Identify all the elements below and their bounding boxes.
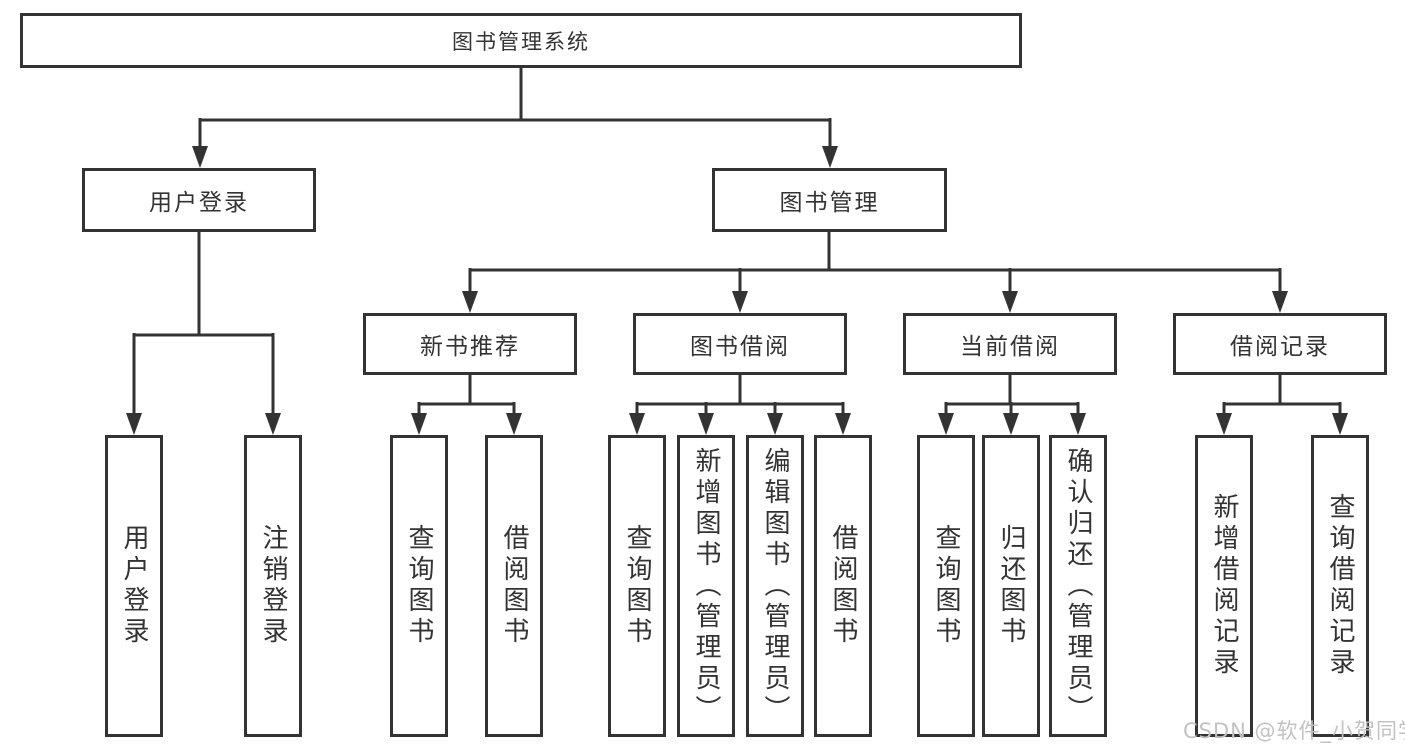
leaf-bb-borrow-books: 借阅图书 bbox=[814, 435, 872, 737]
csdn-watermark: CSDN @软件_小贺同学 bbox=[1183, 719, 1405, 743]
node-book-management-branch: 图书管理 bbox=[712, 168, 947, 232]
leaf-nb-borrow-books: 借阅图书 bbox=[485, 435, 543, 737]
leaf-bb-edit-books-admin: 编辑图书（管理员） bbox=[746, 435, 804, 737]
leaf-label: 借阅图书 bbox=[828, 524, 858, 648]
leaf-label: 查询借阅记录 bbox=[1325, 493, 1355, 679]
node-borrowing-records: 借阅记录 bbox=[1173, 313, 1387, 375]
leaf-label: 用户登录 bbox=[119, 524, 149, 648]
leaf-label: 确认归还（管理员） bbox=[1063, 446, 1093, 726]
leaf-label: 注销登录 bbox=[258, 524, 288, 648]
leaf-label: 新增借阅记录 bbox=[1209, 493, 1239, 679]
leaf-br-add-borrow-record: 新增借阅记录 bbox=[1195, 435, 1253, 737]
leaf-cb-return-books: 归还图书 bbox=[982, 435, 1040, 737]
node-label: 图书管理系统 bbox=[452, 29, 590, 54]
node-label: 图书借阅 bbox=[690, 334, 790, 360]
leaf-label: 新增图书（管理员） bbox=[691, 446, 721, 726]
leaf-cb-confirm-return-admin: 确认归还（管理员） bbox=[1049, 435, 1107, 737]
leaf-br-query-borrow-record: 查询借阅记录 bbox=[1311, 435, 1369, 737]
node-label: 图书管理 bbox=[779, 190, 880, 216]
node-label: 用户登录 bbox=[149, 190, 249, 216]
leaf-label: 借阅图书 bbox=[499, 524, 529, 648]
leaf-label: 查询图书 bbox=[404, 524, 434, 648]
node-current-borrowing: 当前借阅 bbox=[903, 313, 1117, 375]
node-label: 新书推荐 bbox=[420, 334, 520, 360]
node-new-book-recommendation: 新书推荐 bbox=[363, 313, 577, 375]
node-user-login-branch: 用户登录 bbox=[82, 168, 316, 232]
leaf-label: 编辑图书（管理员） bbox=[760, 446, 790, 726]
leaf-bb-add-books-admin: 新增图书（管理员） bbox=[677, 435, 735, 737]
node-library-management-system: 图书管理系统 bbox=[20, 13, 1022, 68]
leaf-cb-query-books: 查询图书 bbox=[917, 435, 975, 737]
leaf-nb-query-books: 查询图书 bbox=[390, 435, 448, 737]
node-label: 当前借阅 bbox=[960, 334, 1060, 360]
node-label: 借阅记录 bbox=[1230, 334, 1330, 360]
leaf-label: 归还图书 bbox=[996, 524, 1026, 648]
leaf-label: 查询图书 bbox=[931, 524, 961, 648]
leaf-label: 查询图书 bbox=[622, 524, 652, 648]
leaf-logout: 注销登录 bbox=[244, 435, 302, 737]
node-book-borrowing: 图书借阅 bbox=[633, 313, 847, 375]
leaf-bb-query-books: 查询图书 bbox=[608, 435, 666, 737]
leaf-user-login: 用户登录 bbox=[105, 435, 163, 737]
